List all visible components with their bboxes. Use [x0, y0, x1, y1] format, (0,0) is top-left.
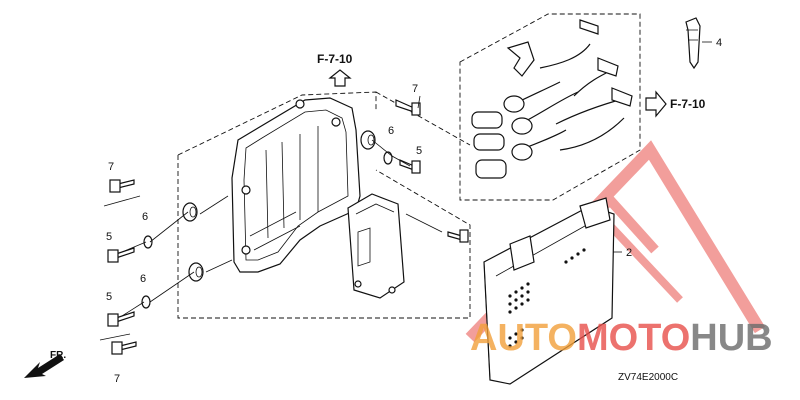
part-label-6-left-upper: 6 [142, 211, 148, 223]
part-label-5-left-upper: 5 [106, 231, 112, 243]
watermark-text: AUTOMOTOHUB [470, 317, 773, 359]
front-direction-label: FR. [50, 350, 66, 361]
wire-harness [471, 19, 633, 179]
inverter-bracket [231, 97, 361, 273]
harness-group-box [459, 13, 641, 201]
ref-arrow-top [328, 69, 352, 87]
part-label-5-left-lower: 5 [106, 291, 112, 303]
inverter-unit [483, 197, 615, 385]
control-module [347, 193, 405, 299]
bolt-left-top [109, 179, 135, 193]
bolt-left-mid [107, 247, 135, 263]
grommet-top [360, 130, 376, 150]
bolt-top [395, 99, 421, 116]
grommet-left-upper [182, 202, 198, 222]
part-label-7-bottom: 7 [114, 373, 120, 385]
part-label-4: 4 [716, 37, 722, 49]
washer-left-lower [141, 295, 151, 309]
ref-label-right: F-7-10 [670, 97, 706, 111]
part-label-6-top: 6 [388, 125, 394, 137]
watermark-text-moto: MOTO [577, 317, 690, 359]
ref-label-top: F-7-10 [317, 52, 353, 66]
watermark-text-hub: HUB [690, 317, 772, 359]
bolt-module [447, 229, 469, 243]
bolt-left-bottom [107, 311, 135, 327]
bolt-bottom [111, 341, 137, 355]
part-label-5-top: 5 [416, 145, 422, 157]
front-direction-arrow [24, 354, 64, 378]
washer-top [383, 151, 393, 165]
part-label-7-left: 7 [108, 161, 114, 173]
diagram-code: ZV74E2000C [618, 372, 678, 383]
part-label-7-top: 7 [412, 83, 418, 95]
ref-arrow-right [645, 90, 667, 118]
cover-outline-box [177, 91, 471, 319]
leader-lines [99, 41, 712, 341]
part-label-6-left-lower: 6 [140, 273, 146, 285]
watermark-text-auto: AUTO [470, 317, 577, 359]
grommet-left-lower [188, 262, 204, 282]
washer-left-upper [143, 235, 153, 249]
clip-part [685, 17, 701, 70]
part-label-2: 2 [626, 247, 632, 259]
